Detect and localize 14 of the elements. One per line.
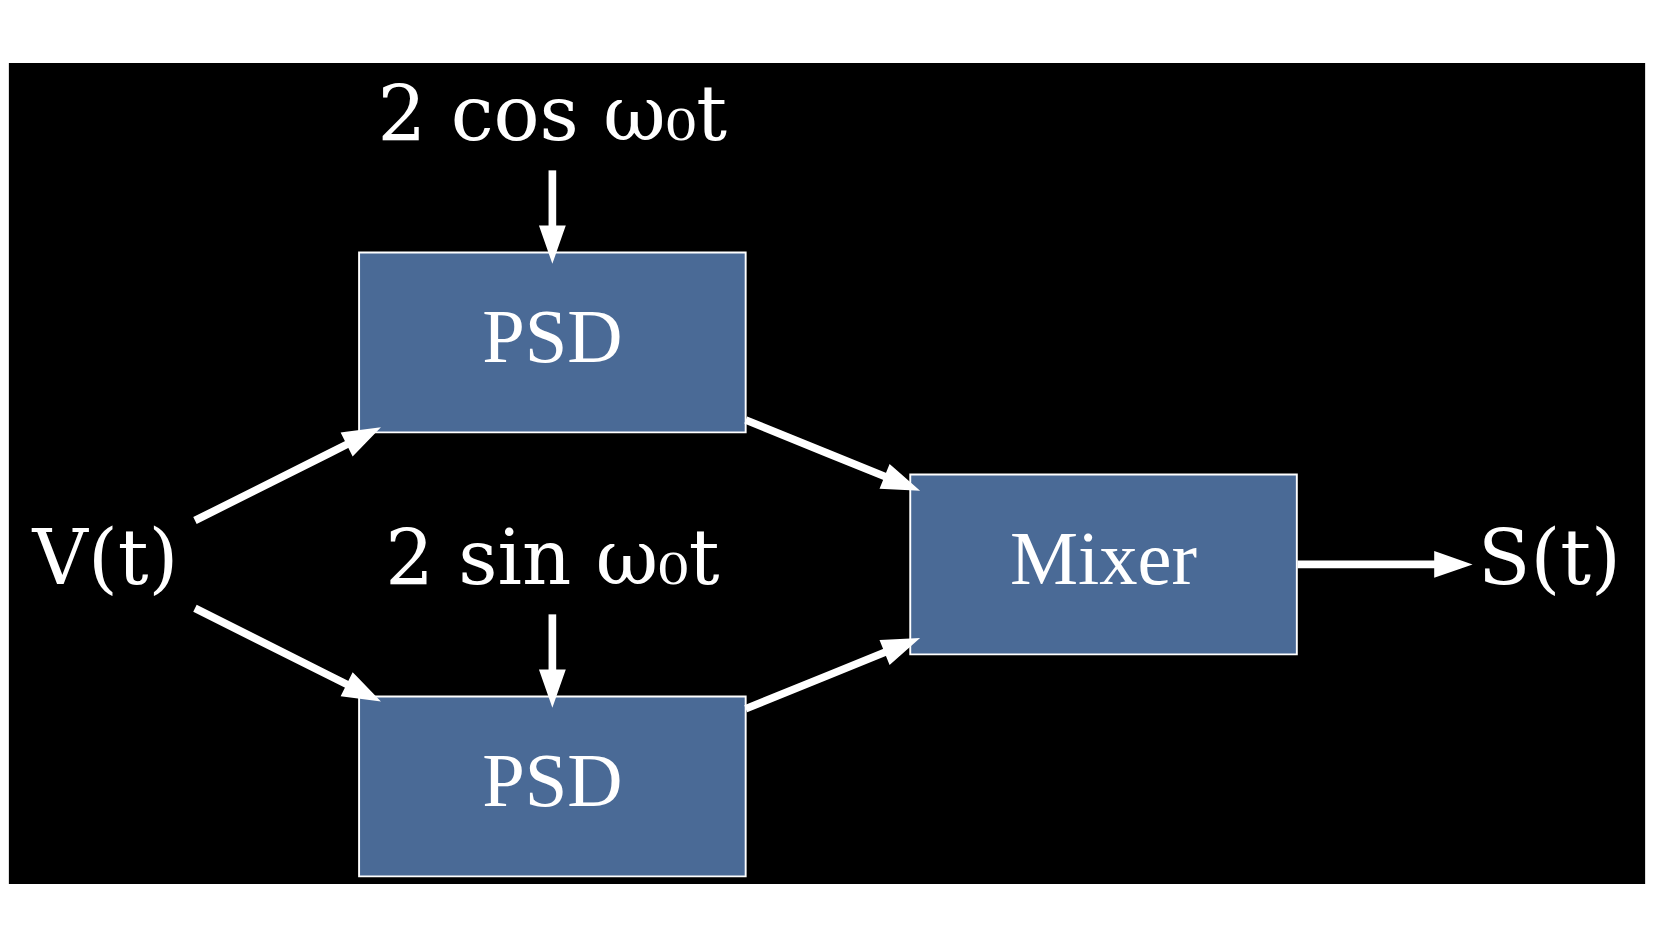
arrow (1297, 550, 1473, 578)
arrow (744, 637, 921, 712)
arrow (193, 426, 381, 524)
arrow (538, 169, 566, 264)
node-text: 2 cos ω₀t (377, 68, 728, 158)
arrow (538, 613, 566, 708)
node-box: Mixer (909, 473, 1298, 655)
node-box: PSD (358, 251, 747, 433)
node-text: 2 sin ω₀t (385, 512, 720, 602)
node-text: S(t) (1477, 512, 1621, 602)
node-box: PSD (358, 695, 747, 877)
arrow (193, 604, 381, 701)
node-text: V(t) (32, 512, 179, 602)
arrow (744, 416, 921, 491)
